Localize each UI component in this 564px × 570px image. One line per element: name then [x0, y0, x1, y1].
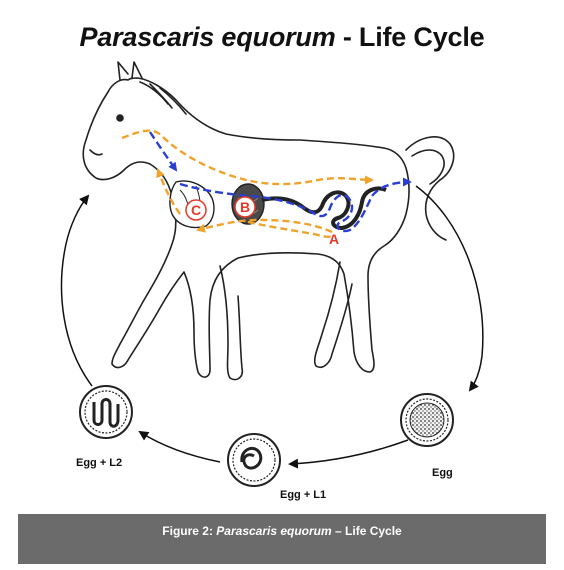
arrow-horse-to-egg [415, 185, 484, 392]
marker-c-circle [185, 199, 207, 221]
marker-a-label: A [329, 231, 339, 247]
intestine-outline [261, 186, 387, 231]
life-cycle-diagram: C B A Egg Egg + L1 Egg + L2 [60, 61, 484, 501]
caption-species: Parascaris equorum [216, 524, 332, 538]
marker-b-label: B [240, 199, 250, 215]
egg-stage [400, 393, 454, 447]
diagram-title: Parascaris equorum - Life Cycle [0, 22, 564, 53]
title-species: Parascaris equorum [79, 22, 336, 52]
egg-l2-stage [79, 385, 133, 439]
marker-c-label: C [191, 202, 201, 218]
egg-l2-label: Egg + L2 [76, 457, 122, 469]
larval-route-blue [149, 131, 412, 233]
site-markers: C B A [185, 196, 339, 247]
arrow-egg-l2-to-horse [60, 194, 93, 387]
cycle-arrows [60, 185, 484, 469]
arrow-egg-to-egg-l1 [288, 439, 409, 469]
figure-caption: Figure 2: Parascaris equorum – Life Cycl… [18, 524, 546, 538]
larval-route-orange [121, 129, 374, 239]
arrow-egg-l1-to-egg-l2 [138, 430, 221, 463]
title-rest: - Life Cycle [335, 22, 485, 52]
figure-caption-bar: Figure 2: Parascaris equorum – Life Cycl… [18, 514, 546, 564]
marker-b-circle [234, 196, 256, 218]
egg-l1-label: Egg + L1 [280, 489, 326, 501]
egg-label: Egg [432, 467, 453, 479]
horse-illustration [82, 61, 455, 381]
egg-l1-stage [227, 433, 281, 487]
caption-suffix: – Life Cycle [331, 524, 402, 538]
caption-prefix: Figure 2: [162, 524, 217, 538]
